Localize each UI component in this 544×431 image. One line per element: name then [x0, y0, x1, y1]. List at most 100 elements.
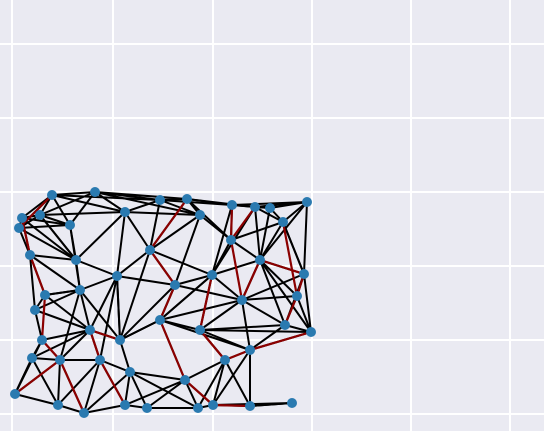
edge-89: [124, 371, 131, 406]
edge-72: [14, 393, 59, 406]
node-50: [120, 207, 130, 217]
edge-125: [119, 339, 131, 373]
edge-21: [39, 211, 126, 216]
edge-42: [259, 201, 308, 261]
node-32: [207, 270, 217, 280]
node-39: [115, 335, 125, 345]
node-23: [265, 203, 275, 213]
highlight-edge-18: [240, 258, 262, 302]
highlight-edge-1: [20, 216, 32, 257]
node-2: [17, 213, 27, 223]
edge-118: [124, 211, 201, 216]
edge-9: [94, 191, 126, 213]
edge-163: [259, 207, 271, 261]
edge-64: [79, 275, 118, 291]
edge-172: [159, 274, 213, 321]
highlight-edge-8: [98, 358, 127, 407]
node-37: [71, 255, 81, 265]
edge-55: [241, 299, 251, 351]
edge-54: [241, 299, 286, 326]
edge-179: [59, 289, 81, 361]
edge-128: [21, 217, 77, 261]
highlight-edge-23: [183, 378, 215, 407]
edge-82: [44, 289, 81, 296]
highlight-edge-2: [28, 253, 47, 297]
highlight-edge-24: [211, 403, 252, 408]
node-30: [245, 345, 255, 355]
node-19: [155, 195, 165, 205]
node-51: [65, 220, 75, 230]
edge-87: [57, 359, 61, 406]
node-9: [27, 353, 37, 363]
node-43: [180, 375, 190, 385]
edge-161: [211, 204, 233, 276]
highlight-edge-7: [88, 328, 102, 362]
node-28: [280, 320, 290, 330]
edge-168: [199, 324, 286, 331]
edge-88: [83, 359, 101, 414]
highlight-edge-0: [17, 193, 54, 230]
edge-154: [149, 199, 161, 251]
edge-171: [159, 299, 243, 321]
edge-50: [259, 259, 286, 326]
edge-110: [119, 284, 176, 341]
highlight-edge-27: [283, 294, 299, 327]
node-4: [35, 210, 45, 220]
node-1: [90, 187, 100, 197]
edge-175: [116, 275, 121, 341]
edge-6: [51, 194, 161, 201]
node-16: [208, 400, 218, 410]
edge-101: [99, 359, 131, 373]
edge-142: [129, 371, 199, 409]
node-6: [40, 290, 50, 300]
edge-107: [199, 299, 243, 331]
edge-113: [149, 214, 201, 251]
edge-174: [119, 249, 151, 341]
edge-84: [41, 329, 91, 341]
node-15: [193, 403, 203, 413]
edge-53: [249, 324, 286, 351]
edge-138: [31, 357, 59, 406]
node-5: [25, 250, 35, 260]
edge-148: [124, 379, 186, 406]
edge-119: [199, 214, 232, 241]
edge-152: [119, 319, 161, 341]
edge-63: [116, 249, 151, 277]
node-20: [182, 194, 192, 204]
edge-94: [212, 359, 226, 406]
node-49: [195, 210, 205, 220]
edge-90: [129, 371, 148, 409]
edge-41: [259, 221, 284, 261]
edge-114: [149, 249, 213, 276]
edge-167: [241, 295, 298, 301]
node-14: [142, 403, 152, 413]
node-41: [195, 325, 205, 335]
edge-116: [75, 259, 118, 277]
node-40: [155, 315, 165, 325]
node-45: [95, 355, 105, 365]
node-22: [250, 202, 260, 212]
node-42: [220, 355, 230, 365]
edge-132: [29, 254, 81, 291]
highlight-edge-20: [148, 248, 177, 287]
edge-93: [224, 359, 251, 407]
highlight-edge-3: [40, 293, 47, 342]
edge-162: [254, 206, 261, 261]
node-layer: [10, 187, 316, 418]
node-29: [306, 327, 316, 337]
edge-120: [230, 239, 261, 261]
highlight-edge-22: [158, 318, 187, 382]
highlight-edge-25: [148, 197, 189, 252]
edge-57: [211, 274, 243, 301]
highlight-edge-17: [258, 258, 306, 276]
edge-129: [18, 227, 77, 261]
highlight-edge-15: [248, 330, 313, 352]
edge-147: [197, 359, 226, 409]
highlight-edge-11: [229, 205, 257, 242]
edge-11: [94, 191, 188, 200]
node-24: [278, 217, 288, 227]
node-35: [112, 271, 122, 281]
node-36: [75, 285, 85, 295]
edge-112: [124, 211, 151, 251]
edge-47: [296, 295, 312, 333]
